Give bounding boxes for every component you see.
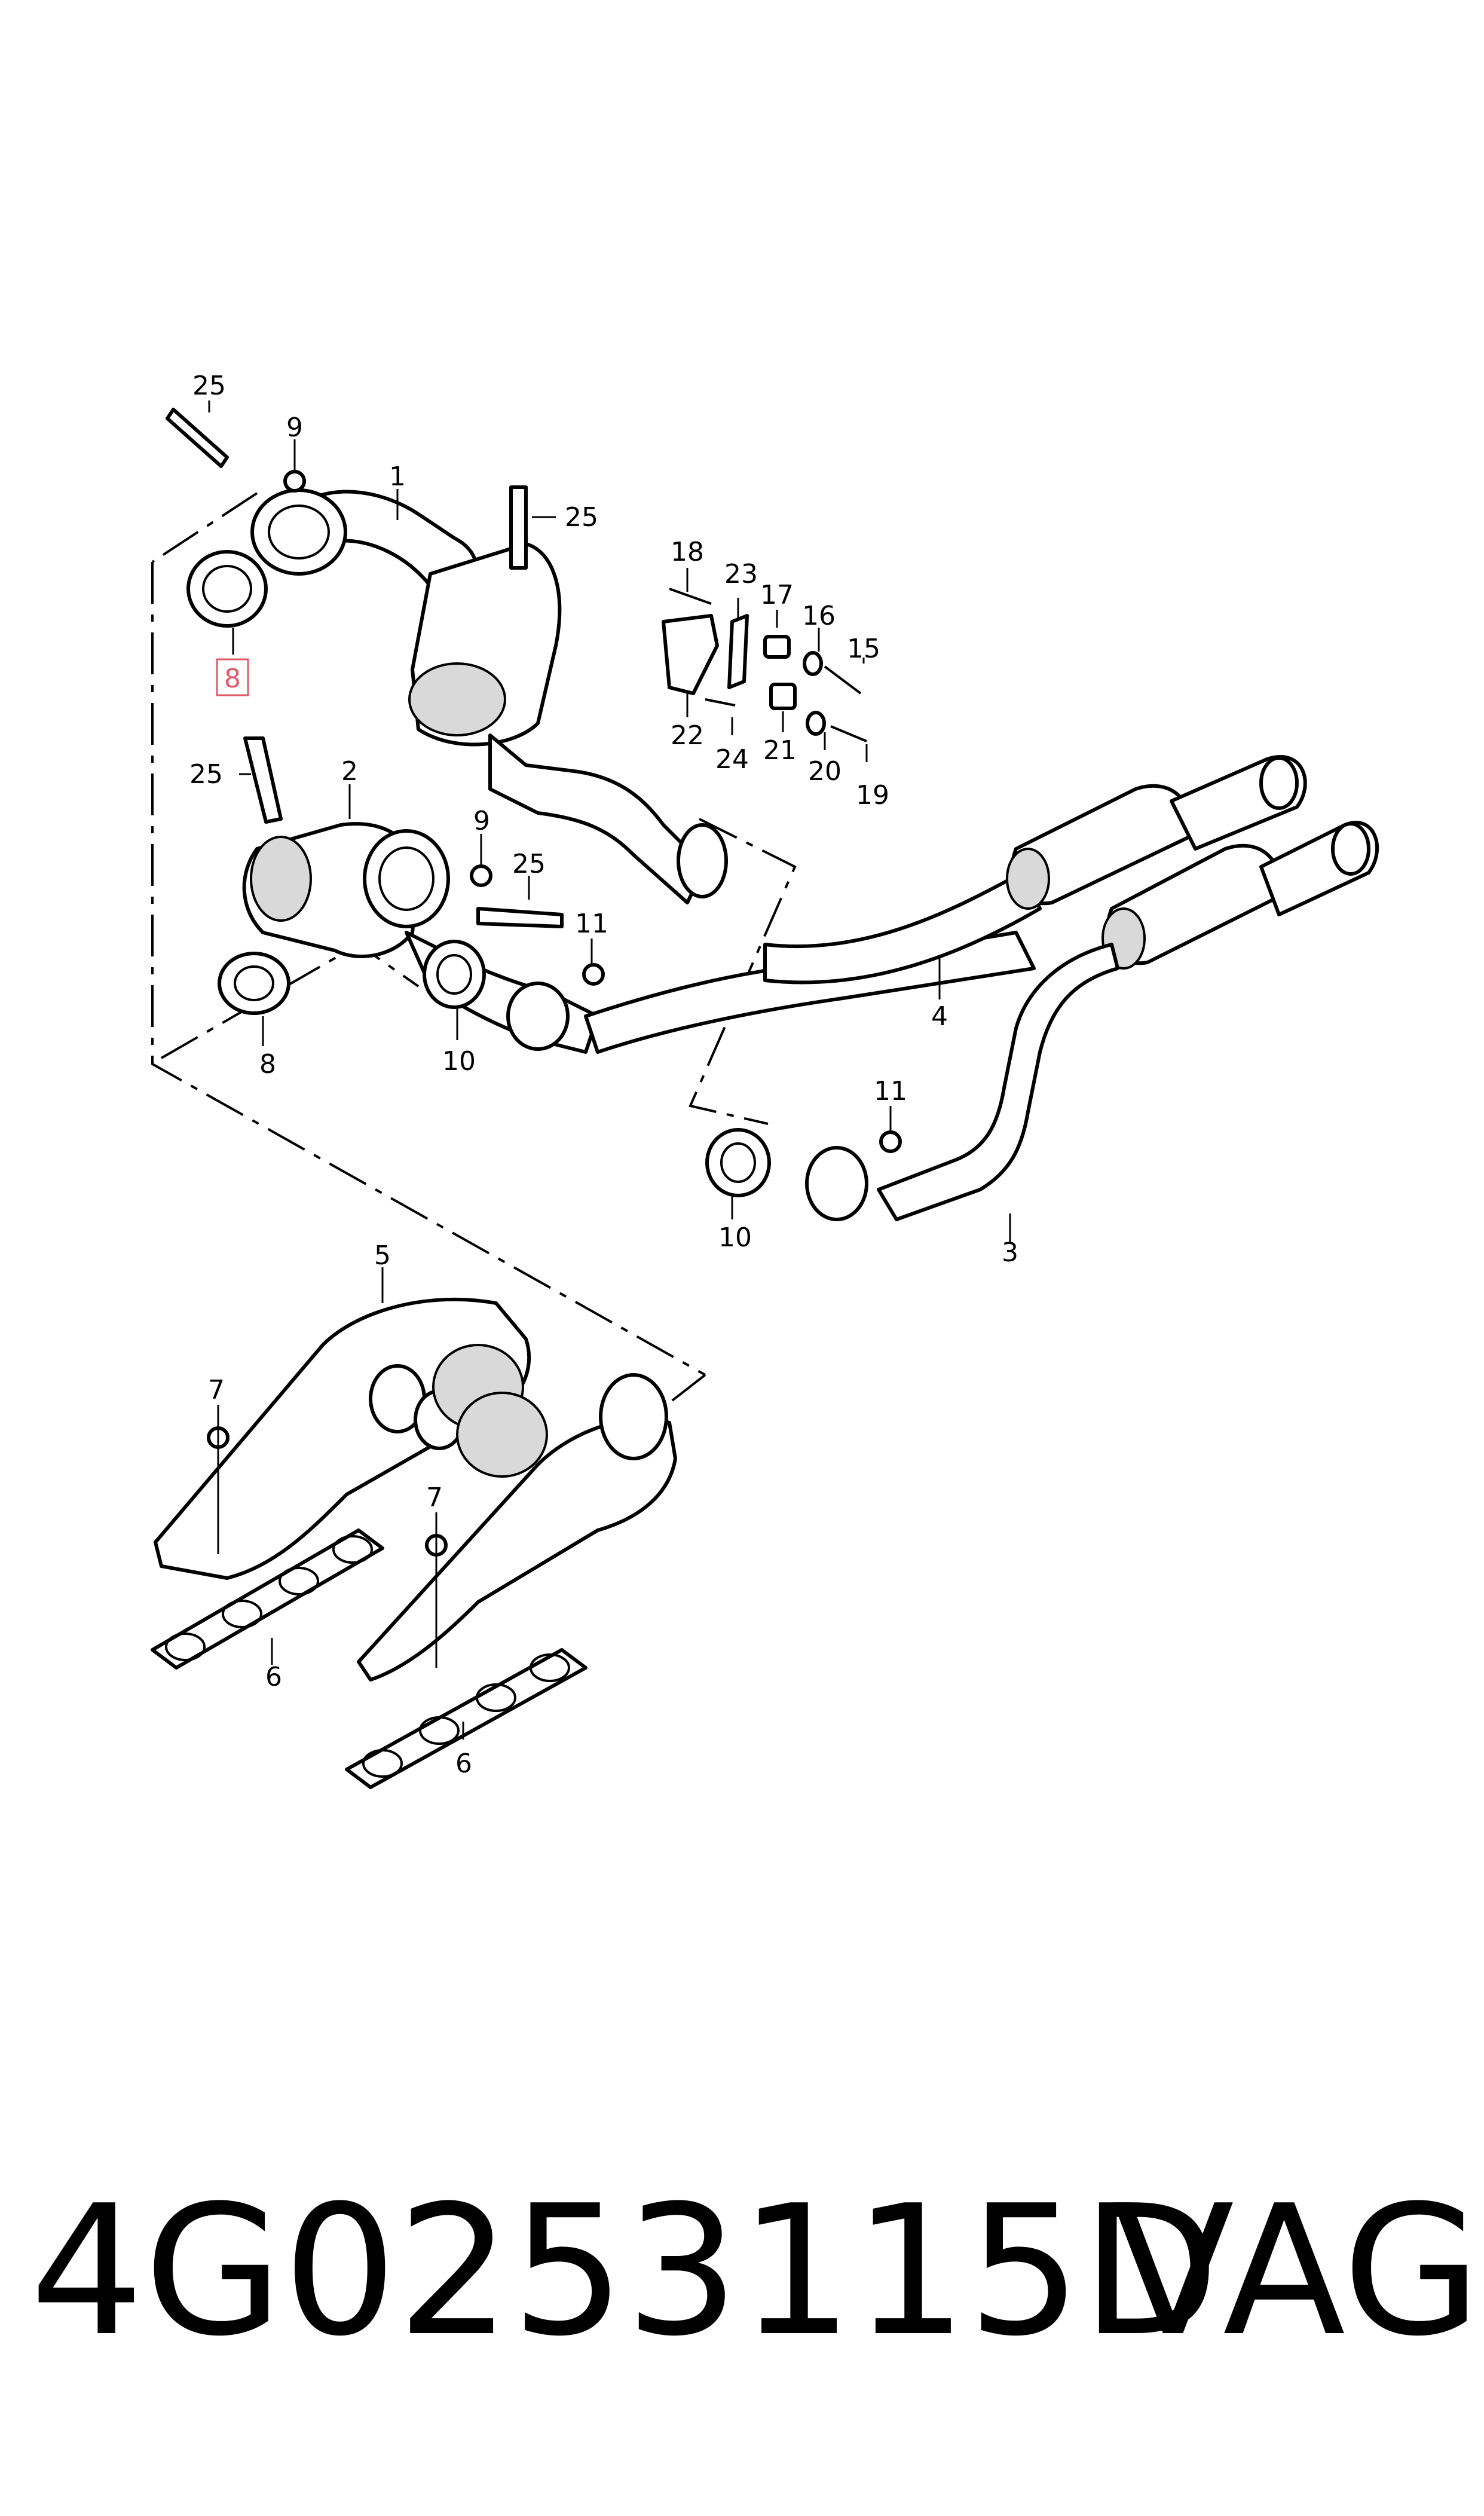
label-part-25a: 25 bbox=[192, 371, 226, 401]
label-part-1: 1 bbox=[389, 461, 406, 492]
label-part-21: 21 bbox=[763, 735, 797, 766]
exhaust-manifold-with-turbocharger bbox=[154, 1297, 677, 1682]
mounting-bracket-hardware bbox=[662, 588, 867, 742]
part-number-caption: 4G0253115D bbox=[30, 2167, 1220, 2376]
label-part-10b: 10 bbox=[718, 1222, 752, 1253]
flange-gaskets bbox=[186, 550, 771, 1197]
label-part-15: 15 bbox=[847, 634, 880, 664]
label-part-25c: 25 bbox=[189, 759, 223, 790]
label-part-19: 19 bbox=[856, 780, 889, 811]
label-part-11a: 11 bbox=[575, 909, 608, 939]
label-part-6b: 6 bbox=[455, 1748, 472, 1779]
exhaust-system-diagram: 1 2 3 4 5 6 6 7 7 8 8 9 9 10 10 11 11 15… bbox=[151, 371, 1379, 1789]
nuts bbox=[207, 470, 902, 1557]
label-part-9b: 9 bbox=[473, 806, 490, 836]
label-part-17: 17 bbox=[760, 580, 794, 610]
label-part-16: 16 bbox=[802, 601, 836, 631]
label-part-25d: 25 bbox=[512, 849, 546, 879]
brand-caption: VAG bbox=[1112, 2167, 1482, 2376]
label-part-22: 22 bbox=[671, 720, 704, 751]
label-part-7b: 7 bbox=[426, 1482, 443, 1513]
label-part-5: 5 bbox=[374, 1240, 391, 1271]
label-part-23: 23 bbox=[724, 559, 758, 589]
front-pipe-with-catalyst-upper bbox=[250, 488, 728, 904]
rear-pipes-with-catalysts bbox=[763, 755, 1379, 1221]
label-part-2: 2 bbox=[341, 756, 358, 787]
label-part-9a: 9 bbox=[286, 412, 303, 443]
label-part-3: 3 bbox=[1002, 1237, 1018, 1268]
label-part-18: 18 bbox=[671, 537, 704, 567]
label-part-24: 24 bbox=[715, 744, 749, 775]
part-number-labels: 1 2 3 4 5 6 6 7 7 8 8 9 9 10 10 11 11 15… bbox=[189, 371, 1018, 1779]
manifold-gaskets bbox=[151, 1528, 588, 1789]
label-part-11b: 11 bbox=[874, 1076, 907, 1106]
label-part-4: 4 bbox=[931, 1001, 948, 1032]
label-part-25b: 25 bbox=[565, 502, 598, 533]
oxygen-sensors bbox=[166, 408, 564, 928]
label-part-8-highlighted: 8 bbox=[224, 664, 241, 694]
label-part-7a: 7 bbox=[208, 1375, 225, 1405]
highlight-box-part-8 bbox=[216, 658, 249, 696]
label-part-8b: 8 bbox=[259, 1049, 276, 1080]
leader-lines bbox=[208, 401, 1011, 1740]
label-part-20: 20 bbox=[808, 756, 842, 787]
label-part-10a: 10 bbox=[442, 1046, 476, 1077]
label-part-6a: 6 bbox=[265, 1662, 282, 1692]
